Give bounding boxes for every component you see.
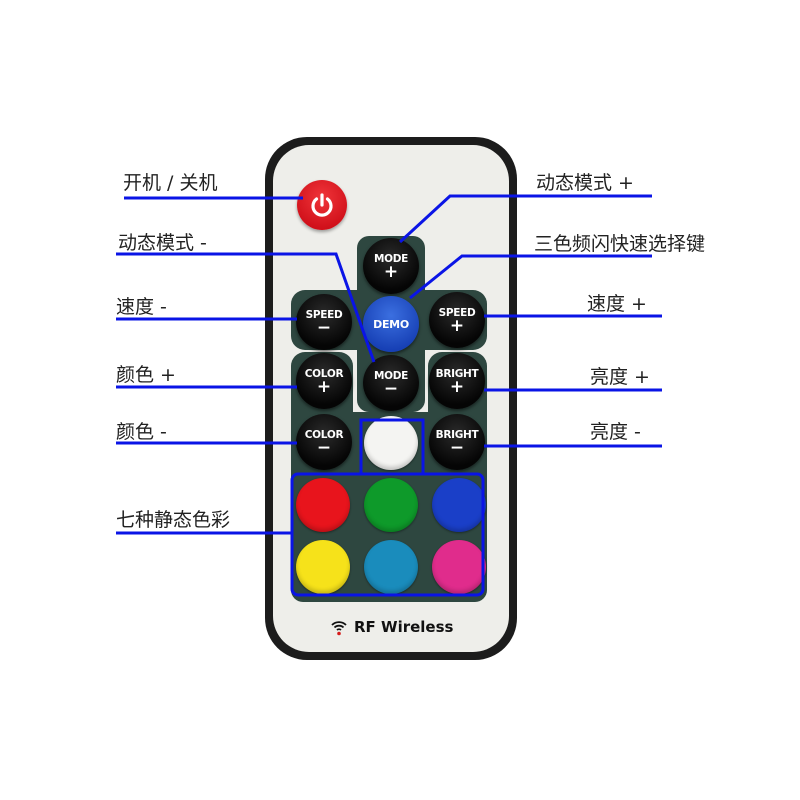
button-label: COLOR <box>304 367 344 380</box>
annotation-power: 开机 / 关机 <box>123 172 218 194</box>
color-button-yellow[interactable] <box>296 540 350 594</box>
color-button-magenta[interactable] <box>432 540 486 594</box>
button-label: BRIGHT <box>435 367 479 380</box>
color-button-cyan[interactable] <box>364 540 418 594</box>
mode-plus-button[interactable]: MODE + <box>363 238 419 294</box>
color-button-red[interactable] <box>296 478 350 532</box>
annotation-bright-minus: 亮度 - <box>590 421 641 443</box>
annotation-mode-plus: 动态模式 + <box>536 172 634 194</box>
button-label: BRIGHT <box>435 428 479 441</box>
button-label: DEMO <box>373 317 409 331</box>
minus-icon: − <box>316 437 332 458</box>
minus-icon: − <box>449 437 465 458</box>
button-label: COLOR <box>304 428 344 441</box>
annotation-demo: 三色频闪快速选择键 <box>534 233 706 255</box>
speed-minus-button[interactable]: SPEED − <box>296 294 352 350</box>
wireless-signal-icon <box>331 621 347 636</box>
minus-icon: − <box>383 378 399 399</box>
mode-minus-button[interactable]: MODE − <box>363 355 419 411</box>
demo-button[interactable]: DEMO <box>363 296 419 352</box>
color-button-white[interactable] <box>364 416 418 470</box>
power-icon <box>311 193 333 217</box>
annotation-speed-plus: 速度 + <box>587 293 647 315</box>
color-minus-button[interactable]: COLOR − <box>296 414 352 470</box>
annotation-speed-minus: 速度 - <box>116 296 167 318</box>
color-button-green[interactable] <box>364 478 418 532</box>
bright-plus-button[interactable]: BRIGHT + <box>429 353 485 409</box>
plus-icon: + <box>449 376 465 397</box>
bright-minus-button[interactable]: BRIGHT − <box>429 414 485 470</box>
annotation-color-minus: 颜色 - <box>116 421 167 443</box>
plus-icon: + <box>383 261 399 282</box>
annotation-mode-minus: 动态模式 - <box>118 232 207 254</box>
annotation-color-plus: 颜色 + <box>116 364 176 386</box>
brand-label: RF Wireless <box>330 616 453 638</box>
annotation-bright-plus: 亮度 + <box>590 366 650 388</box>
speed-plus-button[interactable]: SPEED + <box>429 292 485 348</box>
color-button-blue[interactable] <box>432 478 486 532</box>
power-button[interactable] <box>297 180 347 230</box>
brand-text: RF Wireless <box>354 618 454 636</box>
button-label: MODE <box>373 369 409 382</box>
plus-icon: + <box>316 376 332 397</box>
plus-icon: + <box>449 315 465 336</box>
button-label: SPEED <box>438 306 476 319</box>
annotation-static-colors: 七种静态色彩 <box>116 509 231 531</box>
button-label: MODE <box>373 252 409 265</box>
minus-icon: − <box>316 317 332 338</box>
color-plus-button[interactable]: COLOR + <box>296 353 352 409</box>
